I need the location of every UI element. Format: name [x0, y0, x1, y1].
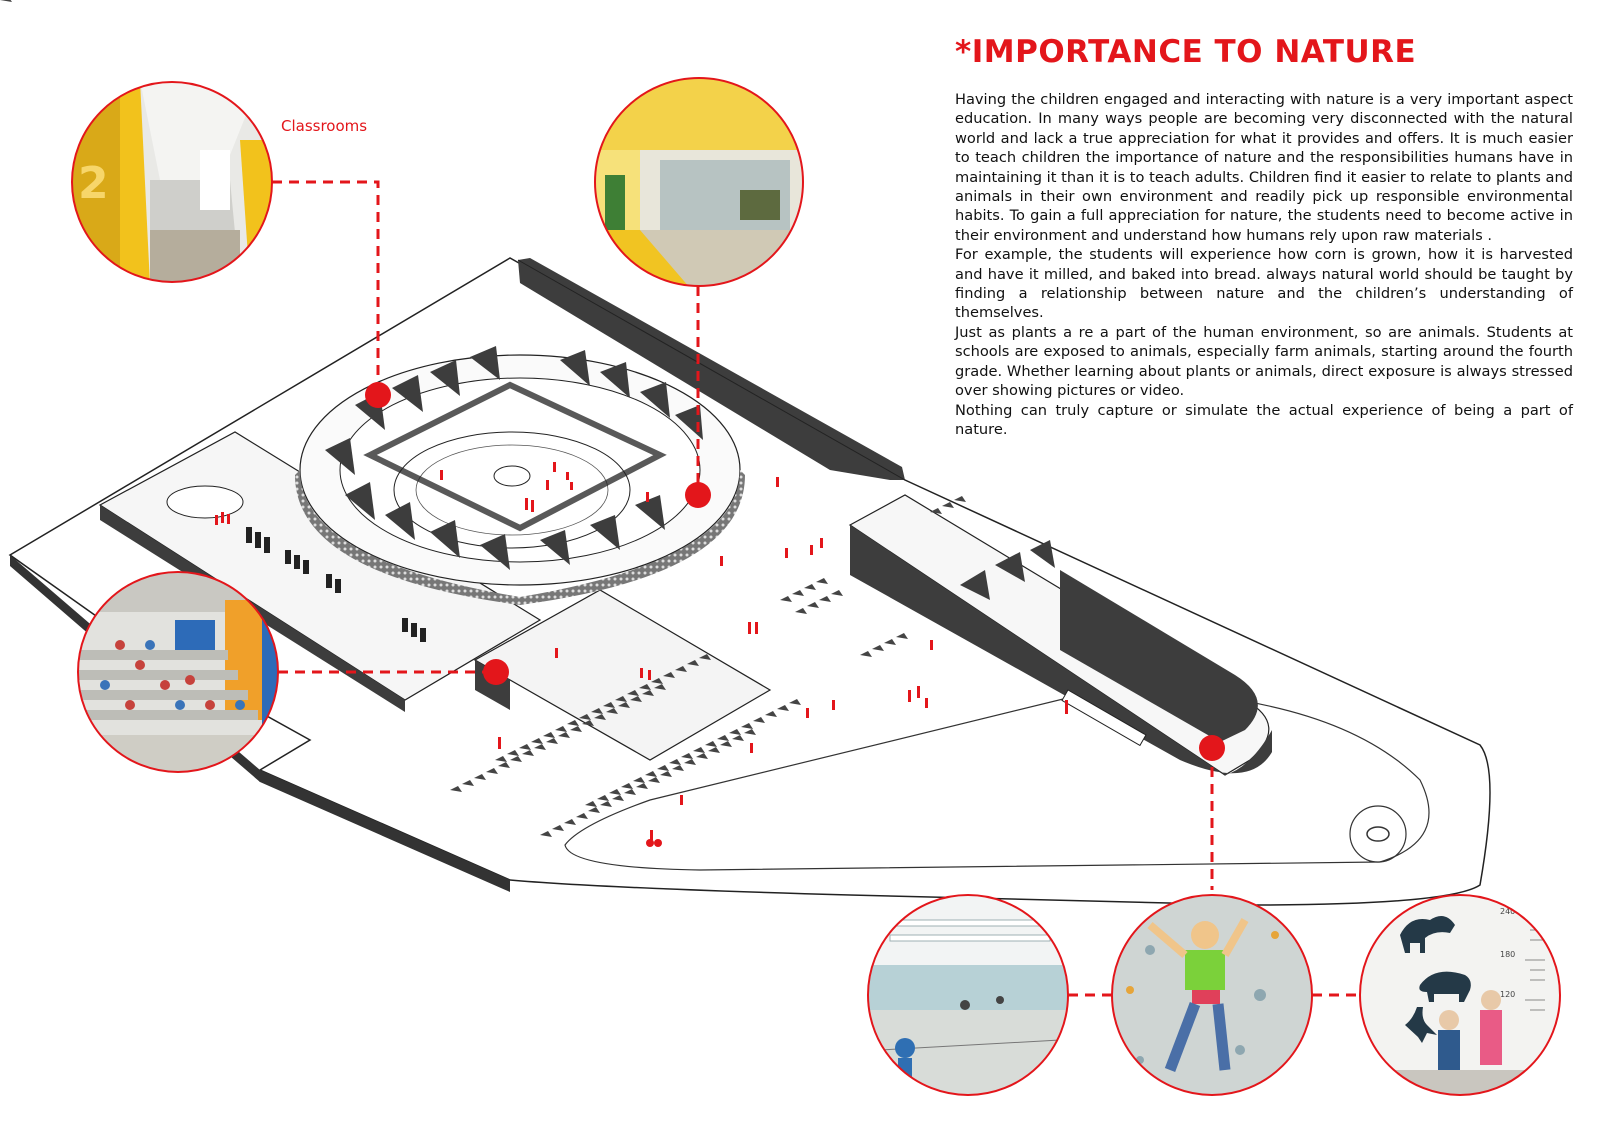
height-tick-180: 180 — [1500, 950, 1515, 959]
roundabout — [1349, 805, 1407, 863]
photo-climbing-wall — [1111, 894, 1313, 1096]
photo-height-chart: 240 180 120 — [1359, 894, 1561, 1096]
central-block — [473, 589, 772, 761]
paragraph-1: Having the children engaged and interact… — [955, 91, 1573, 244]
photo-yellow-hallway — [594, 77, 804, 287]
photo-gym — [867, 894, 1069, 1096]
paragraph-4: Nothing can truly capture or simulate th… — [955, 401, 1573, 438]
west-wing-windows — [246, 527, 426, 642]
parking-grid — [0, 0, 801, 837]
photo-amphitheatre — [77, 571, 279, 773]
height-tick-120: 120 — [1500, 990, 1515, 999]
photo-classroom-corridor: 2 — [71, 81, 273, 283]
marker-amphitheatre — [483, 659, 509, 685]
corridor-number: 2 — [78, 158, 109, 209]
parking-grid-east — [780, 496, 966, 657]
classrooms-label: Classrooms — [281, 117, 368, 135]
marker-classrooms — [365, 382, 391, 408]
bear-silhouette — [1419, 971, 1471, 1002]
east-wing-inner-wall — [1060, 570, 1258, 742]
horse-silhouette — [1400, 916, 1455, 953]
east-rooms — [960, 540, 1055, 600]
paragraph-2: For example, the students will experienc… — [955, 246, 1573, 322]
east-wing-window — [1061, 689, 1147, 747]
marker-gym — [1199, 735, 1225, 761]
perforated-ring-facade — [295, 470, 745, 605]
kangaroo-silhouette — [1405, 1007, 1437, 1043]
marker-corridor — [685, 482, 711, 508]
inner-courtyard — [393, 431, 631, 549]
page-title: *IMPORTANCE TO NATURE — [955, 34, 1417, 70]
west-court — [166, 485, 244, 519]
classroom-roofs — [325, 346, 703, 570]
people-figures — [215, 462, 1068, 847]
classroom-corridor — [363, 381, 667, 532]
leader-lines — [272, 180, 1360, 997]
site-path-loop — [564, 689, 1430, 871]
site-ground-edge — [10, 555, 510, 892]
paragraph-3: Just as plants a re a part of the human … — [955, 323, 1573, 400]
body-text: Having the children engaged and interact… — [955, 90, 1573, 439]
height-tick-240: 240 — [1500, 907, 1515, 916]
